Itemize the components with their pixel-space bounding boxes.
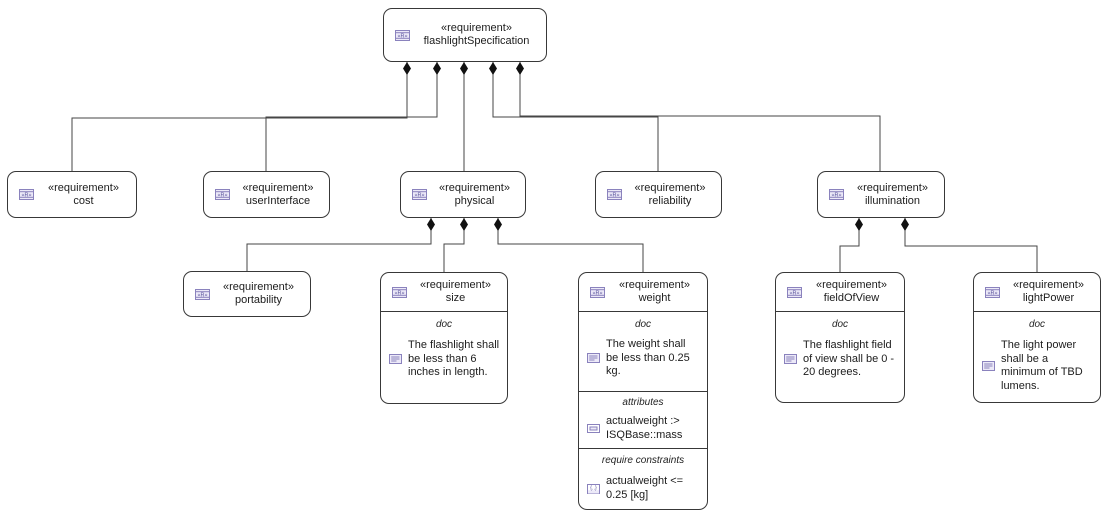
stereotype-label: «requirement» [619, 279, 690, 291]
node-name: cost [73, 194, 94, 207]
stereotype-label: «requirement» [816, 279, 887, 291]
requirement-icon [412, 189, 427, 200]
node-lightPower[interactable]: «requirement» lightPower doc The light p… [973, 272, 1101, 403]
doc-icon [784, 354, 797, 364]
stereotype-label: «requirement» [420, 279, 491, 291]
node-name: lightPower [1022, 292, 1075, 304]
stereotype-label: «requirement» [223, 281, 294, 293]
requirement-icon [829, 189, 844, 200]
node-fieldOfView[interactable]: «requirement» fieldOfView doc The flashl… [775, 272, 905, 403]
doc-compartment: doc The weight shall be less than 0.25 k… [579, 311, 707, 391]
stereotype-label: «requirement» [441, 22, 512, 34]
composition-diamonds [403, 62, 909, 231]
node-name: fieldOfView [823, 292, 880, 304]
doc-text: The flashlight shall be less than 6 inch… [408, 339, 500, 378]
requirement-icon [590, 287, 605, 298]
requirement-icon [787, 287, 802, 298]
attribute-text: actualweight :> ISQBase::mass [606, 415, 683, 441]
doc-compartment: doc The flashlight field of view shall b… [776, 311, 904, 402]
node-userInterface[interactable]: «requirement» userInterface [203, 171, 330, 218]
edge-physical-weight[interactable] [497, 218, 644, 272]
doc-icon [389, 354, 402, 364]
stereotype-label: «requirement» [242, 181, 314, 194]
constraints-compartment: require constraints actualweight <= 0.25… [579, 448, 707, 509]
stereotype-label: «requirement» [439, 181, 510, 194]
node-size[interactable]: «requirement» size doc The flashlight sh… [380, 272, 508, 404]
node-name: illumination [864, 194, 921, 207]
node-weight[interactable]: «requirement» weight doc The weight shal… [578, 272, 708, 510]
attributes-compartment: attributes actualweight :> ISQBase::mass [579, 391, 707, 448]
stereotype-label: «requirement» [48, 181, 119, 194]
stereotype-label: «requirement» [634, 181, 706, 194]
edge-flashlightSpecification-reliability[interactable] [492, 62, 659, 171]
constraint-icon [587, 484, 600, 494]
requirement-icon [19, 189, 34, 200]
stereotype-label: «requirement» [857, 181, 928, 194]
doc-text: The weight shall be less than 0.25 kg. [606, 338, 690, 377]
doc-compartment-label: doc [634, 319, 652, 330]
doc-icon [982, 361, 995, 371]
requirement-icon [215, 189, 230, 200]
doc-compartment-label: doc [831, 319, 849, 330]
constraints-compartment-label: require constraints [601, 455, 685, 466]
node-name: physical [454, 194, 495, 207]
requirement-icon [392, 287, 407, 298]
node-reliability[interactable]: «requirement» reliability [595, 171, 722, 218]
doc-text: The flashlight field of view shall be 0 … [803, 339, 895, 378]
doc-compartment-label: doc [1028, 319, 1046, 330]
edge-flashlightSpecification-cost[interactable] [71, 62, 408, 171]
requirement-icon [607, 189, 622, 200]
edge-flashlightSpecification-illumination[interactable] [519, 62, 881, 171]
node-name: flashlightSpecification [423, 35, 530, 47]
doc-text: The light power shall be a minimum of TB… [1001, 339, 1083, 392]
edge-physical-portability[interactable] [246, 218, 432, 271]
doc-icon [587, 353, 600, 363]
attribute-icon [587, 424, 600, 433]
doc-compartment: doc The flashlight shall be less than 6 … [381, 311, 507, 403]
node-name: size [445, 292, 466, 304]
requirement-icon [195, 289, 210, 300]
node-cost[interactable]: «requirement» cost [7, 171, 137, 218]
node-illumination[interactable]: «requirement» illumination [817, 171, 945, 218]
doc-compartment-label: doc [435, 319, 453, 330]
edge-illumination-fieldOfView[interactable] [839, 218, 860, 272]
node-flashlightSpecification[interactable]: «requirement» flashlightSpecification [383, 8, 547, 62]
node-name: reliability [648, 194, 692, 207]
edge-illumination-lightPower[interactable] [904, 218, 1038, 272]
node-name: portability [234, 294, 283, 306]
stereotype-label: «requirement» [1013, 279, 1084, 291]
node-portability[interactable]: «requirement» portability [183, 271, 311, 317]
requirement-icon [395, 30, 410, 41]
node-physical[interactable]: «requirement» physical [400, 171, 526, 218]
doc-compartment: doc The light power shall be a minimum o… [974, 311, 1100, 402]
node-name: userInterface [245, 194, 311, 207]
edge-flashlightSpecification-userInterface[interactable] [265, 62, 438, 171]
attributes-compartment-label: attributes [622, 397, 664, 408]
constraint-text: actualweight <= 0.25 [kg] [606, 475, 684, 501]
requirement-icon [985, 287, 1000, 298]
node-name: weight [638, 292, 671, 304]
